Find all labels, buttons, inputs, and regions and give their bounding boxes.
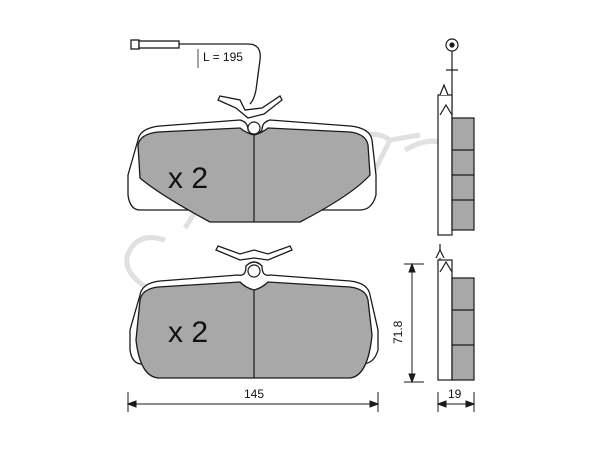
wire-length-label: L = 195: [203, 50, 243, 64]
bottom-pad-side-view: [435, 244, 475, 381]
thickness-dimension: [436, 392, 476, 412]
thickness-dimension-label: 19: [448, 387, 462, 401]
width-dimension: [126, 392, 380, 412]
top-pad: x 2: [127, 39, 377, 223]
sensor-clip: [217, 95, 283, 119]
wear-sensor-wire: [130, 39, 261, 105]
height-dimension: [404, 262, 424, 384]
bottom-pad-quantity: x 2: [168, 316, 208, 349]
bottom-pad-pin-hole: [247, 264, 261, 278]
height-dimension-label: 71.8: [391, 320, 405, 344]
width-dimension-label: 145: [244, 387, 264, 401]
top-pad-side-view: [437, 38, 475, 236]
bottom-pad-clip: [215, 245, 293, 261]
bottom-pad: x 2: [129, 245, 379, 379]
top-pad-pin-hole: [247, 121, 261, 135]
top-pad-quantity: x 2: [168, 162, 208, 195]
